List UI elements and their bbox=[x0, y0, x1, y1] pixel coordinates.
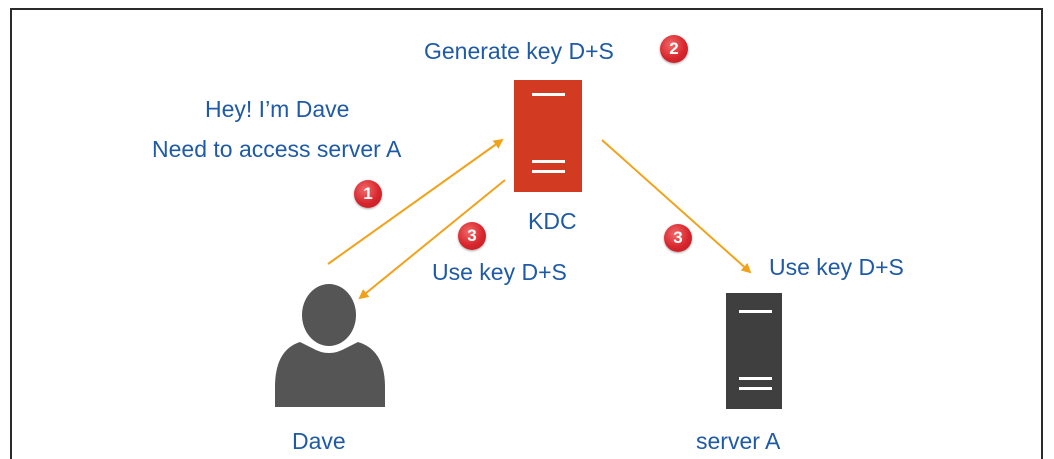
step-3-badge-right: 3 bbox=[664, 224, 692, 252]
arrow-kdc-to-server bbox=[601, 139, 752, 274]
access-request-label: Need to access server A bbox=[152, 136, 402, 162]
use-key-server-label: Use key D+S bbox=[769, 254, 904, 280]
kdc-label: KDC bbox=[528, 208, 577, 234]
diagram-frame bbox=[10, 8, 1043, 459]
step-3-badge-left: 3 bbox=[458, 222, 486, 250]
arrow-kdc-to-dave bbox=[358, 179, 506, 300]
kdc-server-icon bbox=[514, 80, 582, 192]
use-key-dave-label: Use key D+S bbox=[432, 259, 567, 285]
generate-key-label: Generate key D+S bbox=[424, 38, 614, 64]
server-a-label: server A bbox=[696, 428, 781, 454]
person-icon bbox=[275, 284, 385, 407]
arrow-dave-to-kdc bbox=[327, 138, 504, 265]
dave-label: Dave bbox=[292, 428, 346, 454]
step-1-badge: 1 bbox=[354, 180, 382, 208]
server-a-icon bbox=[726, 293, 782, 409]
dave-greeting-label: Hey! I’m Dave bbox=[205, 96, 350, 122]
step-2-badge: 2 bbox=[660, 35, 688, 63]
